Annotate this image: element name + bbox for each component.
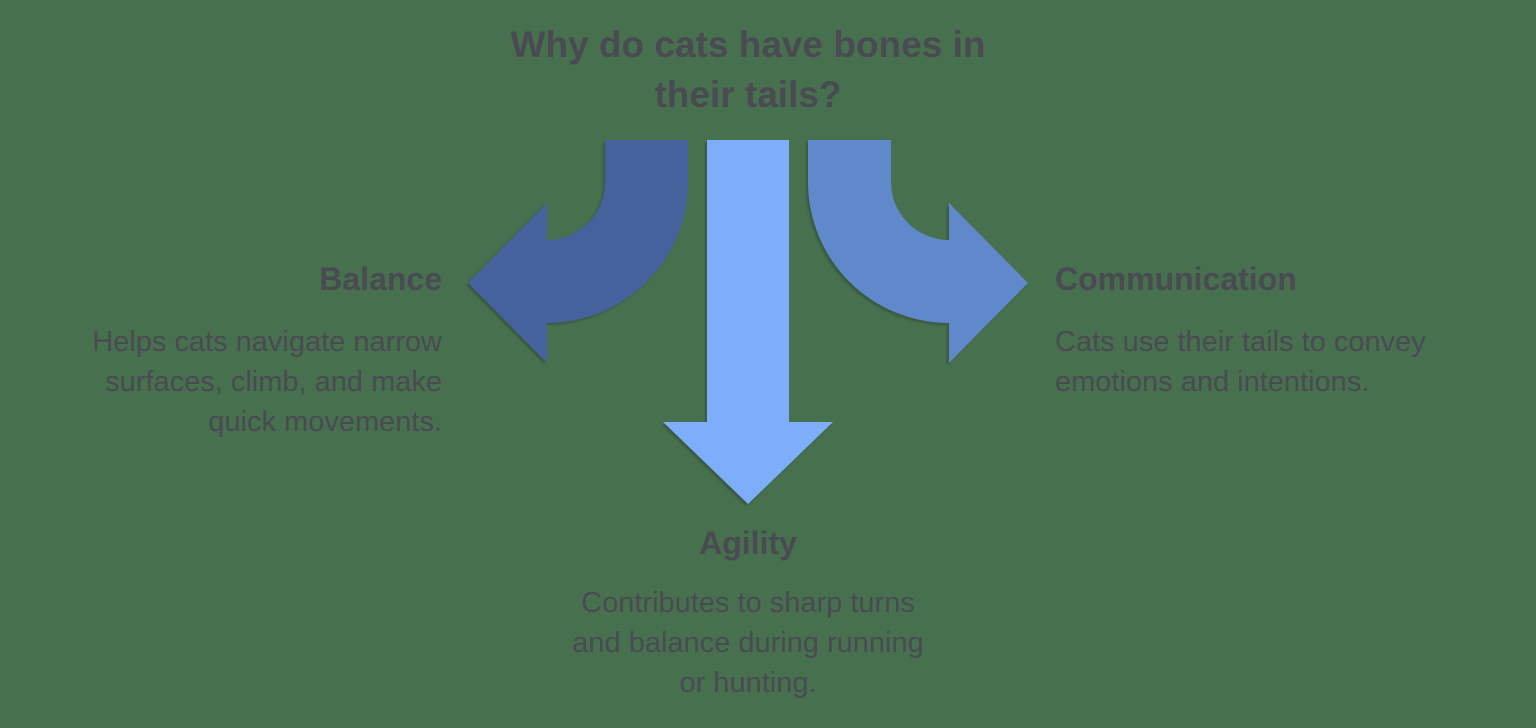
- balance-description: Helps cats navigate narrow surfaces, cli…: [20, 322, 442, 442]
- balance-description-line: Helps cats navigate narrow: [92, 326, 442, 358]
- agility-description-line: Contributes to sharp turns: [581, 587, 915, 619]
- agility-description-line: and balance during running: [572, 627, 924, 659]
- diagram-title: Why do cats have bones in their tails?: [348, 20, 1148, 120]
- diagram-title-line-2: their tails?: [654, 74, 842, 115]
- communication-description-line: emotions and intentions.: [1055, 366, 1370, 398]
- communication-description: Cats use their tails to convey emotions …: [1055, 322, 1525, 402]
- balance-curved-left-arrow-icon: [468, 140, 688, 363]
- agility-label: Agility: [699, 525, 797, 561]
- balance-label: Balance: [319, 261, 442, 297]
- agility-description: Contributes to sharp turns and balance d…: [448, 583, 1048, 703]
- diagram-title-line-1: Why do cats have bones in: [510, 24, 986, 65]
- communication-description-line: Cats use their tails to convey: [1055, 326, 1426, 358]
- branch-balance: Balance Helps cats navigate narrow surfa…: [20, 263, 442, 442]
- balance-description-line: quick movements.: [208, 406, 442, 438]
- branch-agility: Agility Contributes to sharp turns and b…: [448, 527, 1048, 703]
- communication-label: Communication: [1055, 261, 1297, 297]
- communication-curved-right-arrow-icon: [808, 140, 1028, 363]
- agility-down-arrow-icon: [663, 140, 833, 504]
- branch-communication: Communication Cats use their tails to co…: [1055, 263, 1525, 402]
- agility-description-line: or hunting.: [679, 667, 817, 699]
- balance-description-line: surfaces, climb, and make: [105, 366, 442, 398]
